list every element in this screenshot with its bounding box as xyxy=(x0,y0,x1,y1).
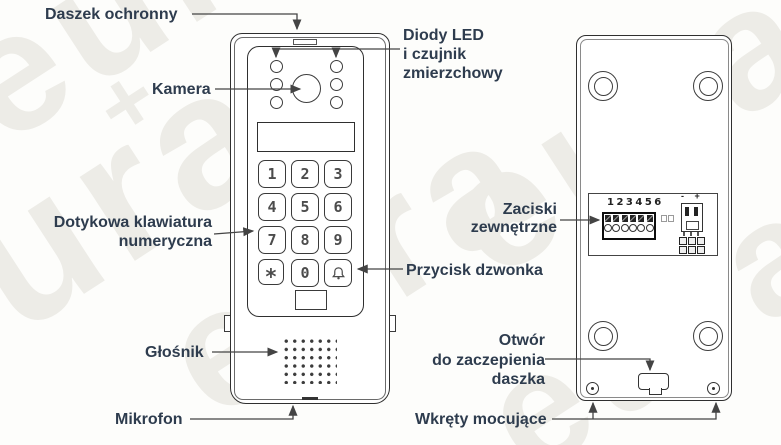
terminal-block xyxy=(602,212,656,240)
mounting-hole xyxy=(693,321,723,351)
power-pin xyxy=(685,207,689,216)
pin-tick xyxy=(683,232,685,236)
key-2: 2 xyxy=(291,160,319,188)
terminal-screw xyxy=(612,214,621,238)
label-line: numeryczna xyxy=(118,233,212,250)
label-line: Diody LED xyxy=(403,27,484,44)
pin-connector-grid xyxy=(679,237,706,254)
label-line: zmierzchowy xyxy=(403,65,503,82)
jumper-mark xyxy=(668,215,674,222)
power-pin xyxy=(694,207,698,216)
label-line: Zaciski xyxy=(502,201,557,218)
microphone-slot xyxy=(302,397,318,400)
mounting-hole xyxy=(588,321,618,351)
label-line: zewnętrzne xyxy=(470,219,557,236)
label-klawiatura: Dotykowa klawiatura numeryczna xyxy=(40,213,212,251)
card-reader-window xyxy=(295,290,327,310)
fixing-screw xyxy=(707,382,720,395)
label-line: Otwór xyxy=(498,332,545,349)
key-7: 7 xyxy=(258,226,286,254)
pin-tick xyxy=(690,232,692,236)
key-5: 5 xyxy=(291,193,319,221)
leader-daszek xyxy=(192,13,302,31)
led-indicator xyxy=(270,96,283,109)
key-star: * xyxy=(258,259,284,287)
speaker-grille xyxy=(280,335,337,384)
key-9: 9 xyxy=(324,226,352,254)
terminal-screw xyxy=(629,214,638,238)
label-wkrety-mocujace: Wkręty mocujące xyxy=(415,411,547,428)
leader-diody-left xyxy=(271,47,400,59)
terminal-screw xyxy=(604,214,613,238)
led-indicator xyxy=(270,60,283,73)
pin-tick xyxy=(697,232,699,236)
key-1: 1 xyxy=(258,160,286,188)
power-connector-slot xyxy=(686,221,699,230)
key-bell xyxy=(324,259,352,287)
led-indicator xyxy=(270,78,283,91)
mounting-hole xyxy=(588,71,618,101)
bell-icon xyxy=(331,266,345,279)
label-diody-led: Diody LED i czujnik zmierzchowy xyxy=(403,26,503,83)
led-indicator xyxy=(330,96,343,109)
label-line: i czujnik xyxy=(403,46,467,63)
leader-wkrety-right xyxy=(552,401,721,420)
leader-mikrofon xyxy=(190,404,298,420)
terminal-screw xyxy=(637,214,646,238)
led-indicator xyxy=(330,78,343,91)
fixing-screw xyxy=(586,382,599,395)
power-connector xyxy=(681,203,703,232)
leader-klawiatura xyxy=(213,227,255,237)
display-window xyxy=(257,122,355,152)
label-otwor: Otwór do zaczepienia daszka xyxy=(420,331,545,390)
label-mikrofon: Mikrofon xyxy=(115,411,183,428)
key-8: 8 xyxy=(291,226,319,254)
key-0: 0 xyxy=(291,259,319,287)
label-przycisk-dzwonka: Przycisk dzwonka xyxy=(406,262,543,279)
label-line: daszka xyxy=(491,371,545,388)
terminal-numbers: 123456 xyxy=(607,197,664,208)
visor-hook-notch xyxy=(293,39,317,45)
label-line: Dotykowa klawiatura xyxy=(53,214,212,231)
leader-otwor xyxy=(545,358,655,372)
key-4: 4 xyxy=(258,193,286,221)
label-zaciski: Zaciski zewnętrzne xyxy=(450,201,557,237)
label-glosnik: Głośnik xyxy=(145,344,204,361)
visor-hook-slot-tab xyxy=(649,388,662,395)
jumper-mark xyxy=(661,215,667,222)
key-3: 3 xyxy=(324,160,352,188)
label-kamera: Kamera xyxy=(152,81,211,98)
terminal-screw xyxy=(620,214,629,238)
label-daszek-ochronny: Daszek ochronny xyxy=(45,6,178,23)
mounting-hole xyxy=(693,71,723,101)
led-indicator xyxy=(330,60,343,73)
label-line: do zaczepienia xyxy=(432,351,545,369)
terminal-screw xyxy=(645,214,654,238)
polarity-label: - + xyxy=(681,191,704,201)
key-6: 6 xyxy=(324,193,352,221)
